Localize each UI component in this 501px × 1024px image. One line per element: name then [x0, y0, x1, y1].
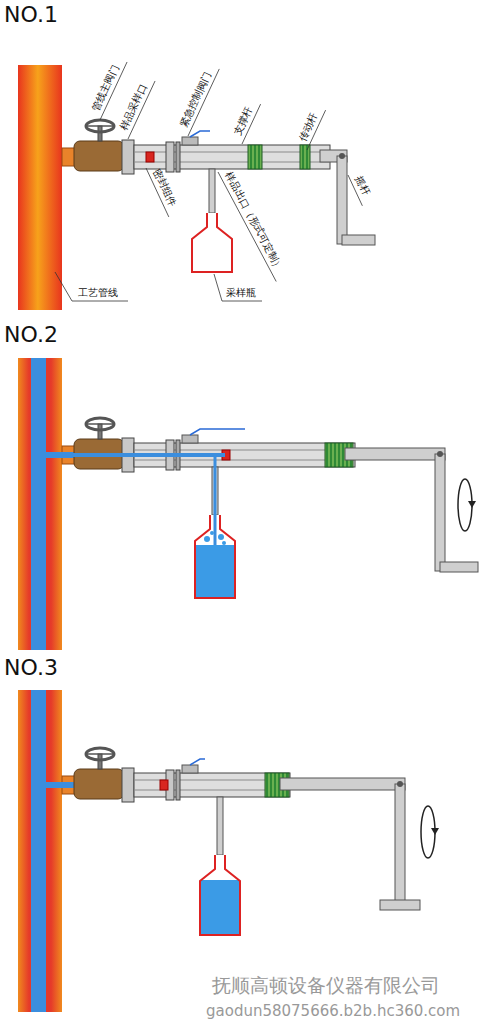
crank-handle — [342, 235, 375, 245]
seal-part — [146, 152, 154, 162]
part-label: 支撑杆 — [231, 105, 255, 137]
hand-wheel — [86, 748, 114, 760]
sample-liquid — [196, 545, 234, 598]
process-pipe — [18, 358, 62, 650]
watermark: gaodun58075666.b2b.hc360.com — [206, 1002, 460, 1020]
support-tube — [134, 145, 330, 169]
sample-bottle — [195, 515, 235, 598]
panel-number: NO.2 — [4, 322, 58, 348]
hand-wheel-spoke — [86, 423, 114, 425]
bottle-fill — [200, 855, 240, 935]
process-pipe-core — [31, 690, 46, 1012]
control-valve — [182, 137, 198, 145]
control-wire — [190, 759, 205, 765]
part-label: 摇杆 — [353, 174, 372, 197]
crank-arm — [395, 784, 405, 909]
flange — [122, 768, 134, 802]
bottle-fill — [192, 213, 232, 272]
rotation-arrow — [421, 806, 435, 858]
sample-outlet — [217, 797, 223, 855]
crank-arm — [435, 454, 445, 571]
flow-stream — [46, 782, 76, 788]
pivot — [397, 781, 403, 787]
leader-line — [218, 172, 276, 281]
main-valve-body — [74, 141, 124, 171]
leader-line — [214, 274, 262, 301]
drive-rod — [345, 448, 445, 460]
part-label: 传动杆 — [296, 111, 320, 143]
control-valve — [182, 765, 198, 773]
flange — [122, 140, 134, 174]
control-wire — [190, 131, 210, 137]
hand-wheel — [86, 418, 114, 430]
splash — [210, 531, 214, 535]
seal-part — [160, 780, 168, 790]
pivot — [339, 153, 345, 159]
hand-wheel-spoke — [86, 753, 114, 755]
watermark: 抚顺高顿设备仪器有限公司 — [212, 974, 440, 997]
flow-stream — [46, 453, 225, 457]
splash — [218, 534, 224, 540]
part-label: 紧急控制阀门 — [177, 70, 213, 129]
sample-bottle — [192, 213, 232, 272]
sample-liquid — [201, 880, 239, 935]
leader-line — [55, 272, 128, 301]
control-wire — [190, 429, 245, 435]
support-tube — [134, 773, 290, 797]
splash — [204, 536, 210, 542]
process-pipe-core — [31, 358, 46, 650]
crank-arm — [337, 156, 347, 244]
splash — [202, 545, 206, 549]
thread-section — [300, 145, 310, 169]
crank-handle — [380, 900, 420, 910]
control-valve — [182, 435, 198, 443]
part-label: 样品出口（形式可定制） — [223, 170, 285, 273]
flow-stream — [214, 455, 217, 545]
part-label: 管线主阀门 — [89, 63, 121, 113]
part-label: 密封组件 — [151, 167, 179, 208]
flange-bolt — [176, 770, 180, 800]
main-valve-body — [74, 769, 124, 799]
splash — [222, 541, 226, 545]
pivot — [437, 451, 443, 457]
flange-bolt — [176, 142, 180, 172]
hand-wheel — [86, 120, 114, 132]
flange — [166, 142, 174, 172]
rotation-arrowhead — [431, 828, 439, 835]
panel-number: NO.1 — [4, 2, 58, 28]
part-label: 采样瓶 — [226, 287, 256, 299]
process-pipe — [18, 690, 62, 1012]
sample-bottle — [200, 855, 240, 935]
drive-rod — [280, 778, 405, 790]
panel-number: NO.3 — [4, 655, 58, 681]
part-label: 工艺管线 — [78, 287, 118, 299]
part-label: 样品采样口 — [117, 82, 149, 132]
rotation-arrowhead — [468, 501, 476, 508]
thread-section — [248, 145, 262, 169]
crank-handle — [440, 562, 478, 572]
sample-outlet — [209, 169, 215, 213]
rotation-arrow — [458, 479, 472, 531]
hand-wheel-spoke — [86, 125, 114, 127]
